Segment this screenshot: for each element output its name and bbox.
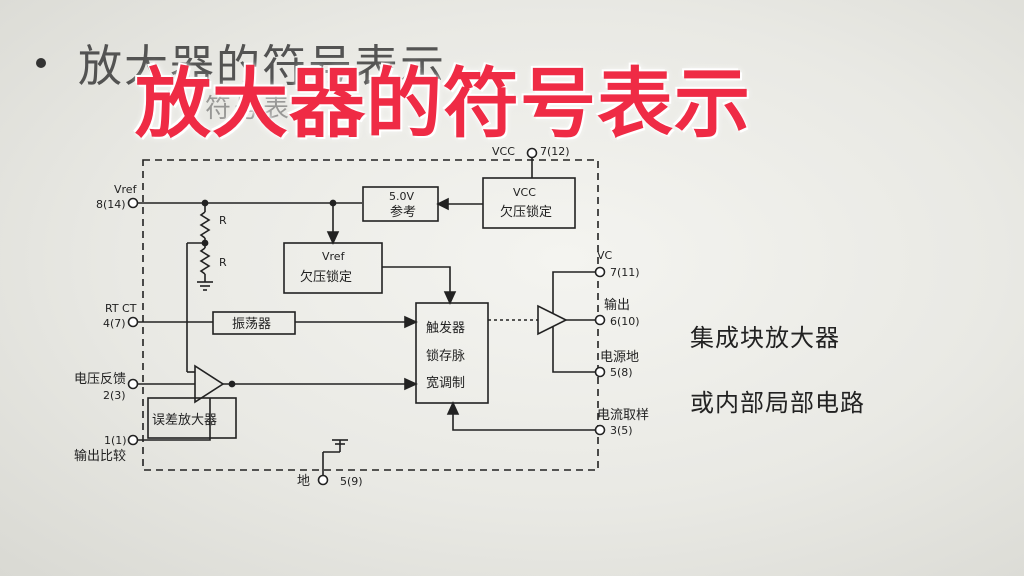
vref-pin-number: 8(14) <box>96 198 126 211</box>
comp-pin <box>127 434 139 446</box>
vref-label: Vref <box>114 183 138 196</box>
resistor-r1 <box>199 211 211 239</box>
rtct-label: RT CT <box>105 302 137 315</box>
latch-line-2: 锁存脉 <box>426 348 465 364</box>
latch-pwm-block <box>415 302 489 404</box>
vc-label: VC <box>597 249 613 262</box>
vcc-uvlo-block <box>482 177 576 229</box>
current-sense-pin-number: 3(5) <box>610 424 633 437</box>
ground-pin <box>317 474 329 486</box>
chip-boundary <box>142 159 599 471</box>
ground-label: 地 <box>297 474 310 489</box>
ground-pin-number: 5(9) <box>340 475 363 488</box>
oscillator-label: 振荡器 <box>232 317 271 332</box>
power-gnd-pin-number: 5(8) <box>610 366 633 379</box>
output-pin-number: 6(10) <box>610 315 640 328</box>
comp-pin-number: 1(1) <box>104 434 127 447</box>
latch-line-1: 触发器 <box>426 320 465 336</box>
resistor-r2 <box>199 247 211 275</box>
feedback-label: 电压反馈 <box>74 372 126 387</box>
vcc-top-label: VCC <box>492 145 515 158</box>
comp-label: 输出比较 <box>74 448 126 464</box>
output-label: 输出 <box>604 297 630 313</box>
oscillator-block <box>212 311 296 335</box>
resistor-r1-label: R <box>219 214 227 227</box>
ref-block-bottom: 参考 <box>390 204 416 220</box>
error-amp-triangle <box>194 364 225 404</box>
vc-pin-number: 7(11) <box>610 266 640 279</box>
vref-uvlo-top: Vref <box>322 250 346 263</box>
rtct-pin-number: 4(7) <box>103 317 126 330</box>
current-sense-pin <box>594 424 606 436</box>
vcc-uvlo-top: VCC <box>513 186 536 199</box>
vcc-top-pin-number: 7(12) <box>540 145 570 158</box>
resistor-r2-label: R <box>219 256 227 269</box>
error-amp-box <box>147 397 237 439</box>
ref-block-top: 5.0V <box>389 190 414 203</box>
slide-title: 放大器的符号表示 <box>78 41 446 92</box>
latch-line-3: 宽调制 <box>426 375 465 391</box>
power-gnd-pin <box>594 366 606 378</box>
video-caption: 放大器的符号表示 <box>135 59 751 148</box>
feedback-pin <box>127 378 139 390</box>
error-amp-label: 误差放大器 <box>152 413 217 428</box>
current-sense-label: 电流取样 <box>597 408 649 423</box>
side-note-line-2: 或内部局部电路 <box>690 389 865 417</box>
vref-pin <box>127 197 139 209</box>
vref-uvlo-block <box>283 242 383 294</box>
bullet-dot <box>36 58 46 68</box>
rtct-pin <box>127 316 139 328</box>
output-driver <box>537 304 568 336</box>
side-note-line-1: 集成块放大器 <box>690 324 840 352</box>
feedback-pin-number: 2(3) <box>103 389 126 402</box>
power-gnd-label: 电源地 <box>600 350 639 365</box>
output-pin <box>594 314 606 326</box>
vcc-pin <box>526 147 538 159</box>
slide-subtitle: 符号表示 <box>205 94 322 124</box>
vcc-uvlo-bottom: 欠压锁定 <box>500 204 552 220</box>
vref-uvlo-bottom: 欠压锁定 <box>300 269 352 285</box>
vc-pin <box>594 266 606 278</box>
